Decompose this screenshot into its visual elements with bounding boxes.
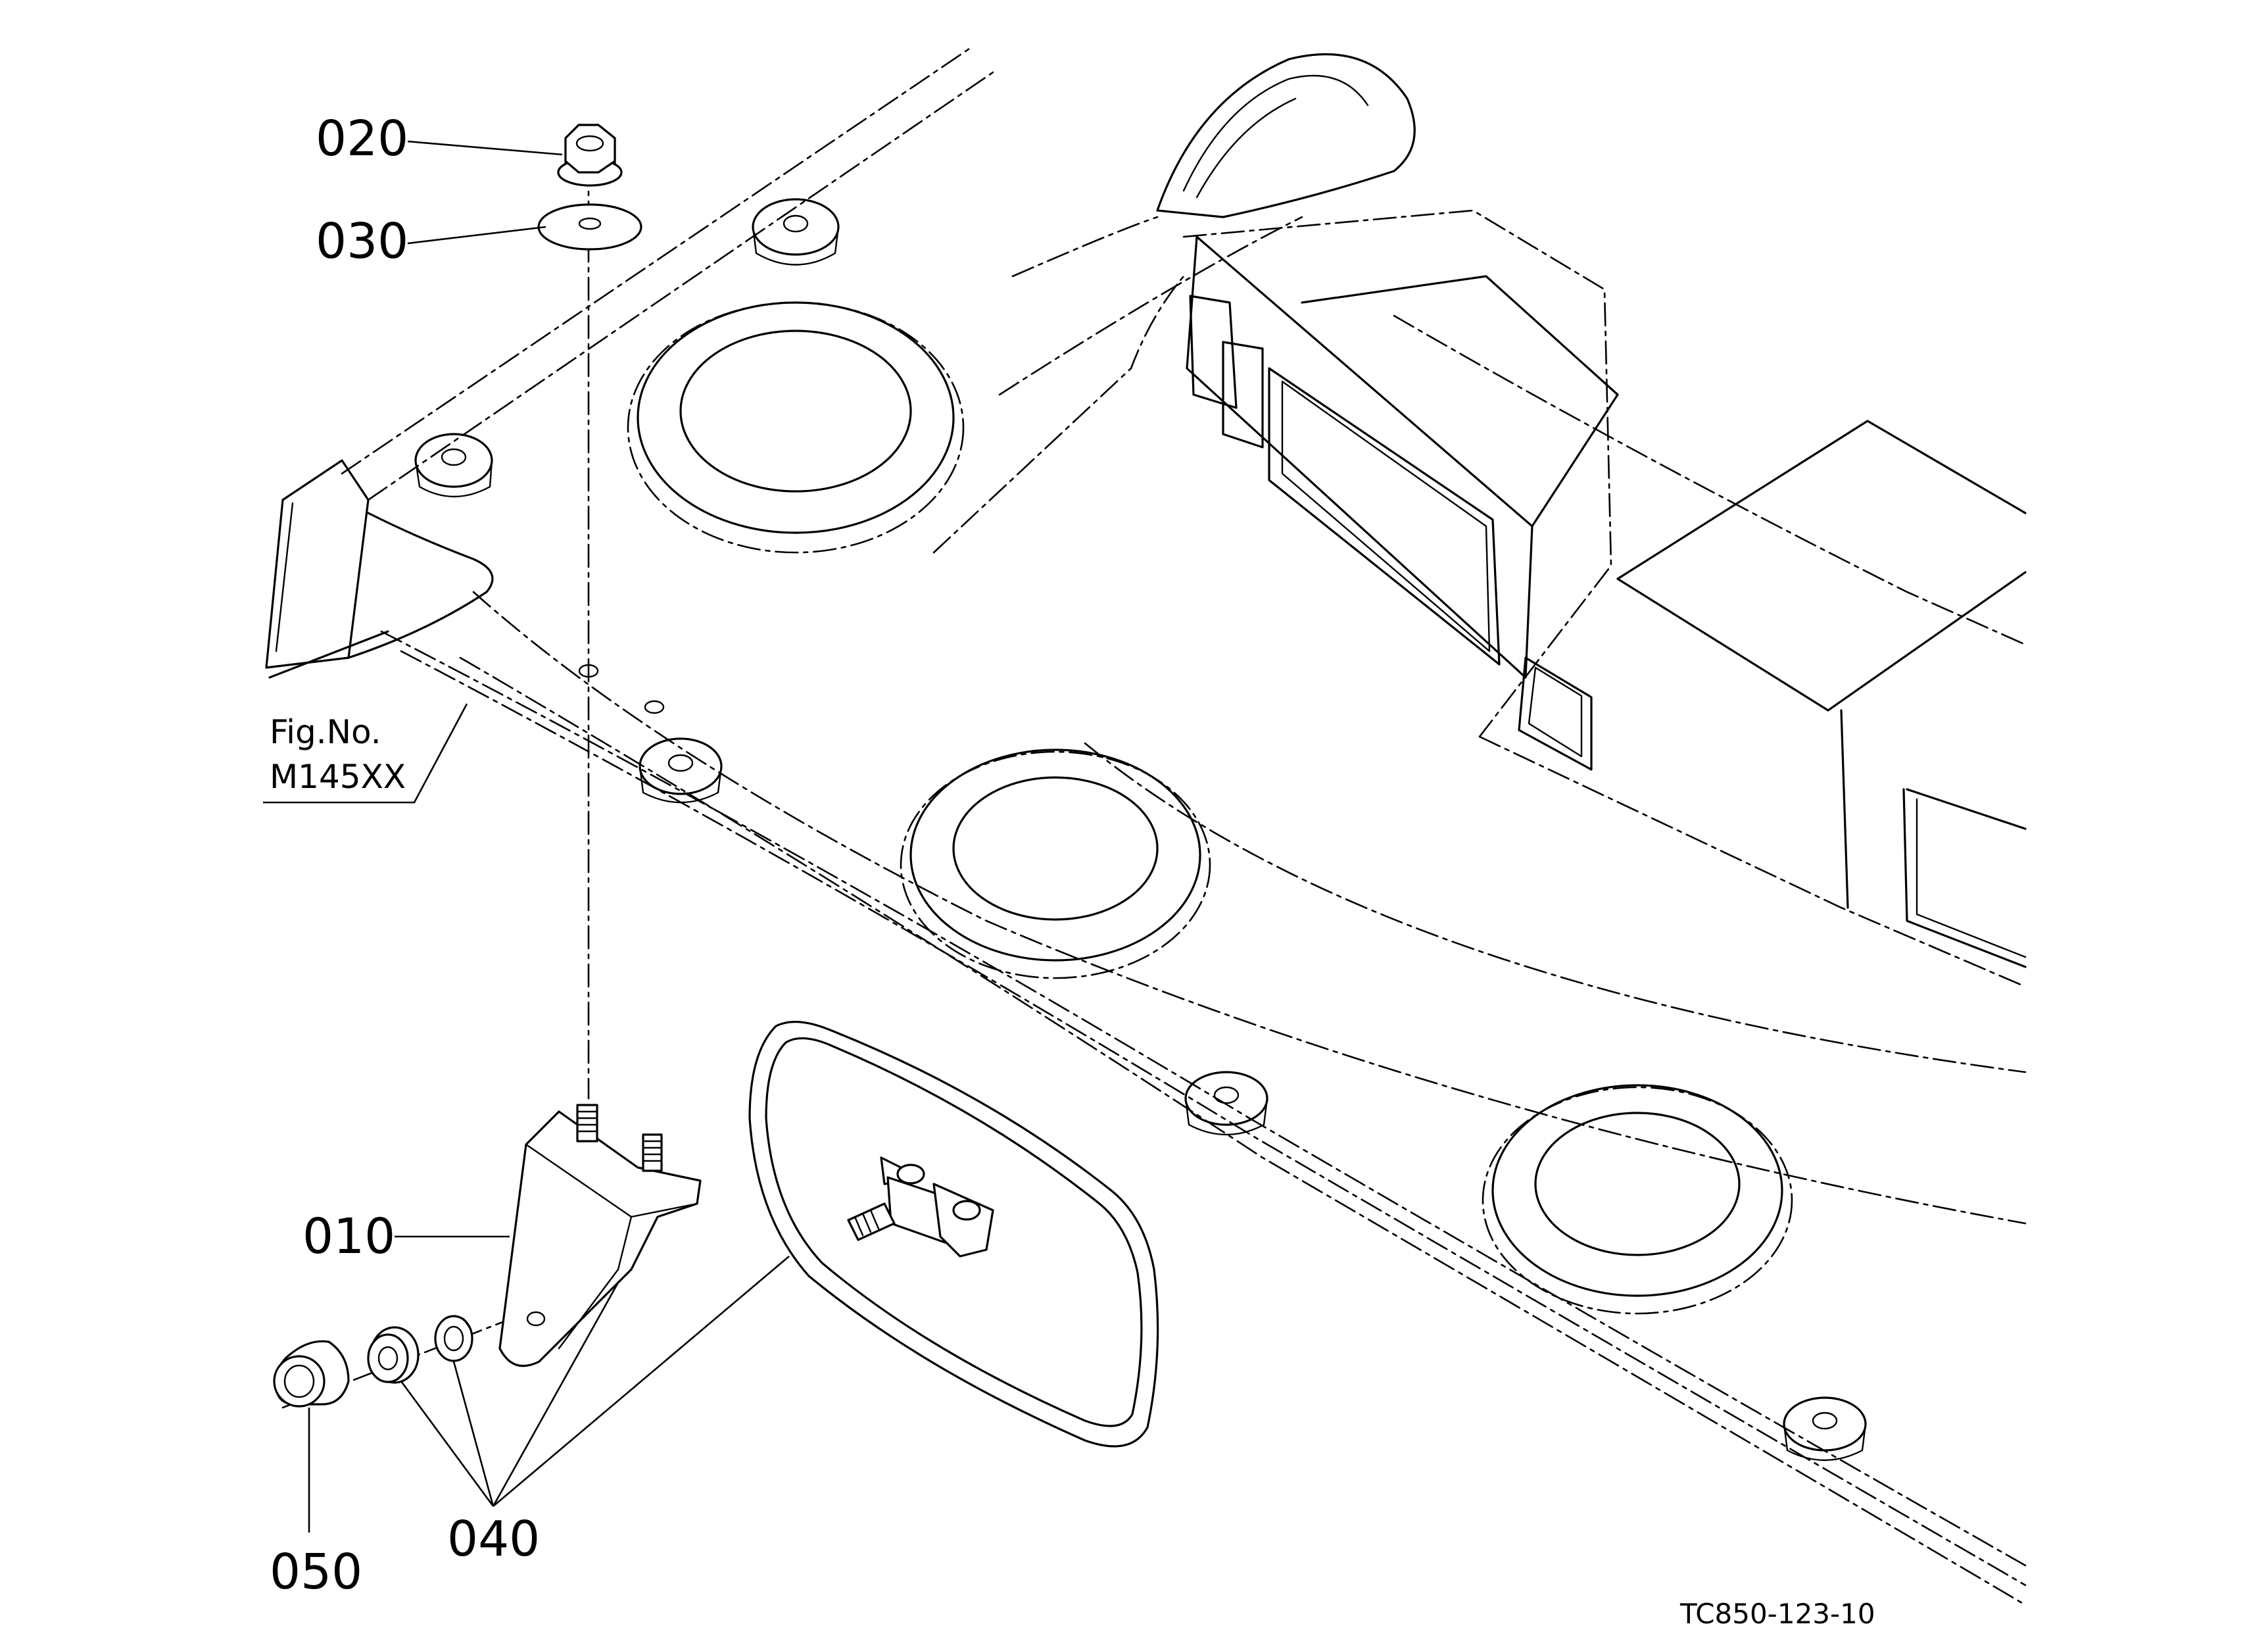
- mount-boss: [414, 433, 493, 498]
- callout-050: 050: [270, 1544, 362, 1600]
- callout-010: 010: [302, 1208, 395, 1265]
- leader-040: [400, 1256, 790, 1507]
- figure-reference-line2: M145XX: [270, 758, 406, 796]
- lock-washer-icon: [434, 1315, 473, 1362]
- speaker-ring: [627, 301, 965, 554]
- mount-boss: [752, 198, 840, 266]
- figure-reference-line1: Fig.No.: [270, 713, 381, 751]
- callout-030: 030: [316, 213, 408, 270]
- rear-view-mirror-icon: [748, 1021, 1159, 1448]
- leader-030: [407, 226, 546, 245]
- callout-020: 020: [316, 111, 408, 167]
- speaker-ring: [1482, 1084, 1793, 1315]
- figure-reference: Fig.No. M145XX: [263, 703, 468, 804]
- flange-nut-icon: [557, 124, 623, 187]
- overhead-console: [1182, 209, 2027, 988]
- cap-icon: [273, 1340, 350, 1408]
- speaker-ring: [900, 749, 1211, 979]
- callout-040: 040: [447, 1511, 540, 1567]
- roof-grip: [1156, 53, 1416, 218]
- washer-icon: [537, 203, 642, 251]
- leader-020: [407, 140, 563, 156]
- roof-panel: [265, 45, 2027, 1606]
- mirror-bracket-icon: [498, 1104, 702, 1367]
- drawing-code: TC850-123-10: [1679, 1598, 1875, 1630]
- mount-boss: [1783, 1396, 1867, 1462]
- mount-boss: [639, 737, 723, 804]
- nut-icon: [367, 1326, 420, 1384]
- mount-boss: [1184, 1071, 1268, 1136]
